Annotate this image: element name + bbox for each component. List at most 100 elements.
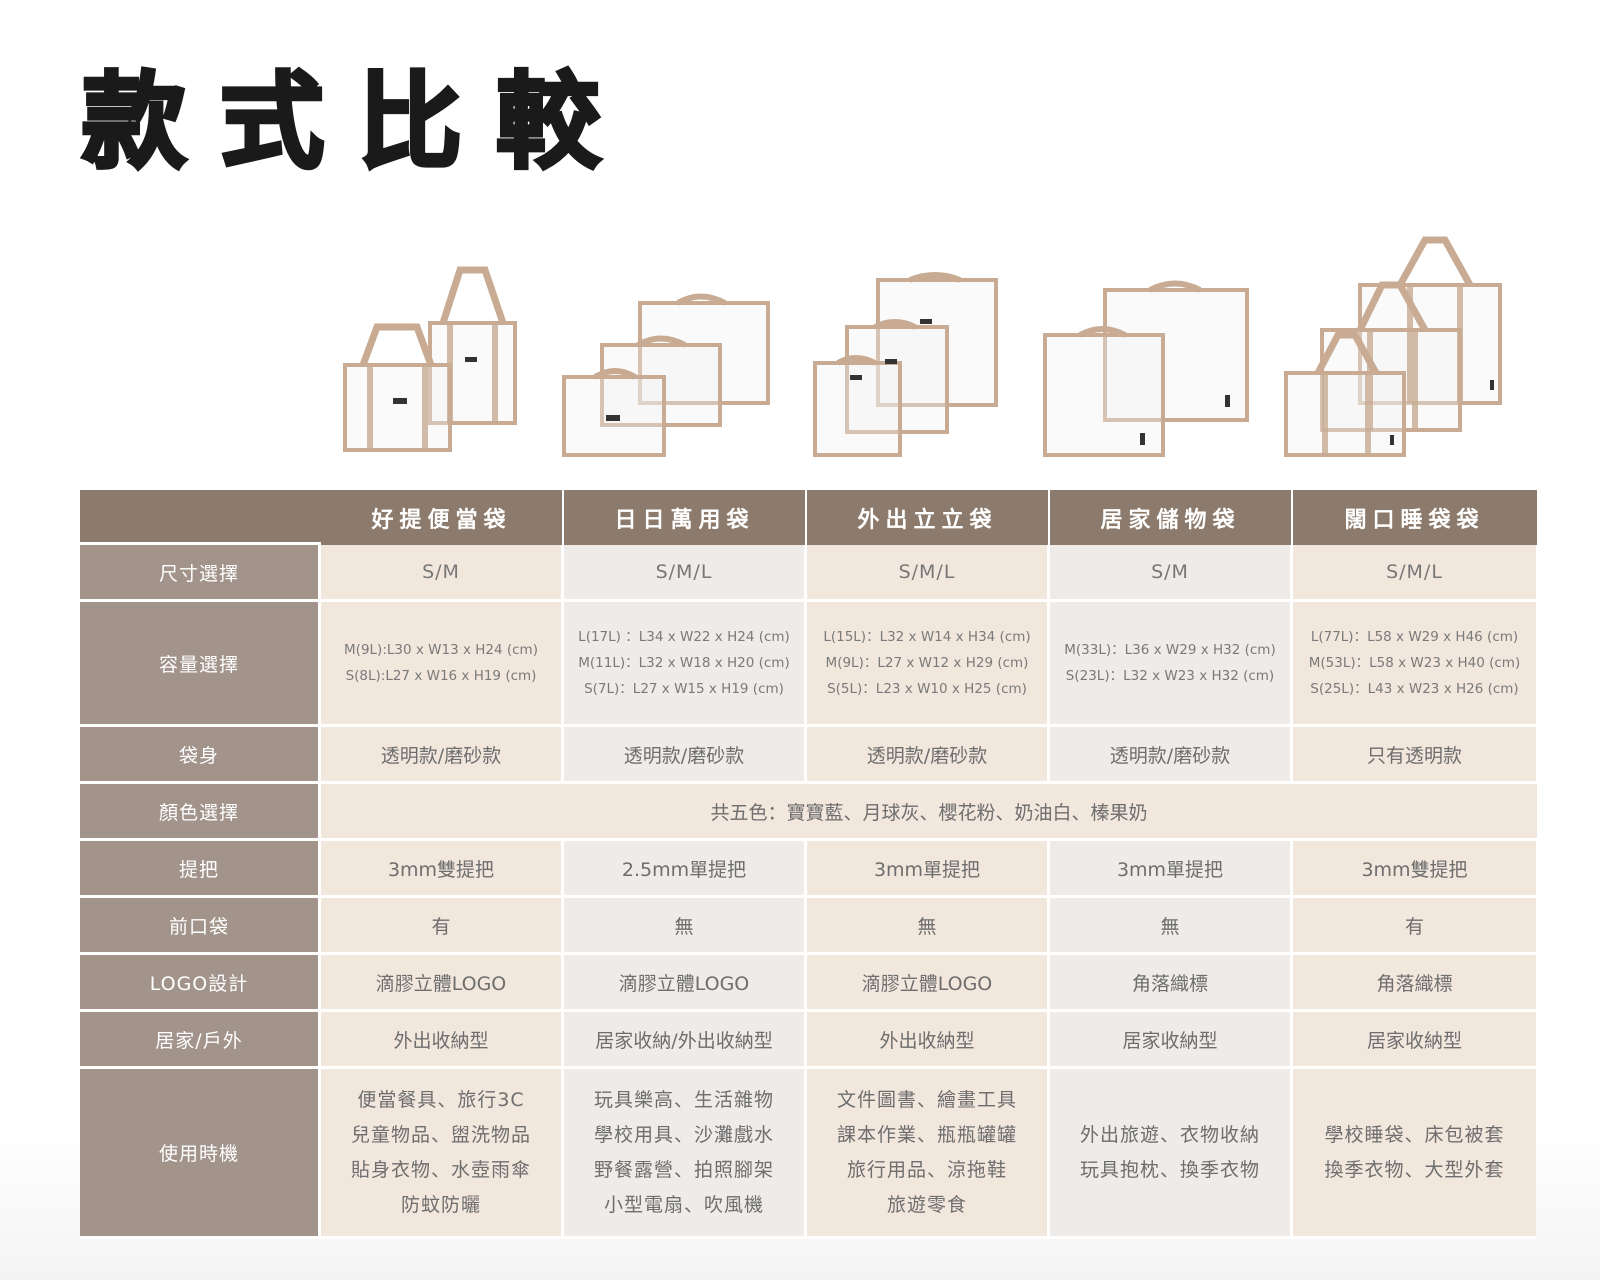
bag-image-sleeping: [1280, 235, 1505, 475]
cell-body: 只有透明款: [1293, 727, 1536, 784]
occasion-line: 外出旅遊、衣物收納: [1079, 1123, 1260, 1146]
capacity-line: S(8L):L27 x W16 x H19 (cm): [345, 668, 537, 684]
occasion-line: 文件圖書、繪畫工具: [836, 1088, 1017, 1111]
occasion-line: 小型電扇、吹風機: [603, 1193, 764, 1216]
capacity-line: M(33L)：L36 x W29 x H32 (cm): [1064, 642, 1276, 658]
occasion-line: 便當餐具、旅行3C: [357, 1088, 525, 1111]
occasion-line: 學校用具、沙灘戲水: [593, 1123, 774, 1146]
occasion-line: 兒童物品、盥洗物品: [350, 1123, 531, 1146]
page-title: 款式比較: [80, 61, 635, 183]
cell-usage-type: 外出收納型: [321, 1012, 564, 1069]
occasion-line: 野餐露營、拍照腳架: [593, 1158, 774, 1181]
row-label-usage-type: 居家/戶外: [80, 1012, 321, 1069]
cell-capacity: L(77L)：L58 x W29 x H46 (cm) M(53L)：L58 x…: [1293, 602, 1536, 727]
cell-handle: 3mm雙提把: [321, 841, 564, 898]
capacity-line: L(15L)：L32 x W14 x H34 (cm): [823, 629, 1031, 645]
bag-image-standing: [810, 235, 1005, 475]
capacity-line: M(53L)：L58 x W23 x H40 (cm): [1308, 655, 1521, 671]
cell-body: 透明款/磨砂款: [321, 727, 564, 784]
cell-occasion: 玩具樂高、生活雜物 學校用具、沙灘戲水 野餐露營、拍照腳架 小型電扇、吹風機: [564, 1069, 807, 1239]
occasion-line: 貼身衣物、水壺雨傘: [350, 1158, 531, 1181]
capacity-line: S(7L)：L27 x W15 x H19 (cm): [584, 681, 784, 697]
occasion-line: 玩具抱枕、換季衣物: [1079, 1158, 1260, 1181]
cell-capacity: M(33L)：L36 x W29 x H32 (cm) S(23L)：L32 x…: [1050, 602, 1293, 727]
capacity-line: L(17L) ：L34 x W22 x H24 (cm): [578, 629, 790, 645]
header-product-sleeping: 闊口睡袋袋: [1293, 490, 1536, 545]
row-label-capacity: 容量選擇: [80, 602, 321, 727]
cell-occasion: 便當餐具、旅行3C 兒童物品、盥洗物品 貼身衣物、水壺雨傘 防蚊防曬: [321, 1069, 564, 1239]
occasion-line: 旅遊零食: [886, 1193, 967, 1216]
cell-pocket: 有: [321, 898, 564, 955]
cell-logo: 角落織標: [1293, 955, 1536, 1012]
row-label-pocket: 前口袋: [80, 898, 321, 955]
table-row-capacity: 容量選擇 M(9L):L30 x W13 x H24 (cm) S(8L):L2…: [80, 602, 1537, 727]
cell-size: S/M/L: [564, 545, 807, 602]
cell-pocket: 無: [564, 898, 807, 955]
capacity-line: L(77L)：L58 x W29 x H46 (cm): [1310, 629, 1519, 645]
capacity-line: S(5L)：L23 x W10 x H25 (cm): [827, 681, 1027, 697]
bag-image-lunch: [335, 235, 525, 475]
cell-usage-type: 外出收納型: [807, 1012, 1050, 1069]
cell-usage-type: 居家收納型: [1293, 1012, 1536, 1069]
capacity-line: M(11L)：L32 x W18 x H20 (cm): [578, 655, 790, 671]
row-label-color: 顏色選擇: [80, 784, 321, 841]
cell-pocket: 無: [1050, 898, 1293, 955]
row-label-body: 袋身: [80, 727, 321, 784]
cell-pocket: 無: [807, 898, 1050, 955]
cell-handle: 2.5mm單提把: [564, 841, 807, 898]
capacity-line: S(23L)：L32 x W23 x H32 (cm): [1065, 668, 1275, 684]
cell-handle: 3mm單提把: [1050, 841, 1293, 898]
cell-body: 透明款/磨砂款: [807, 727, 1050, 784]
cell-occasion: 文件圖書、繪畫工具 課本作業、瓶瓶罐罐 旅行用品、涼拖鞋 旅遊零食: [807, 1069, 1050, 1239]
row-label-size: 尺寸選擇: [80, 545, 321, 602]
header-product-daily: 日日萬用袋: [564, 490, 807, 545]
capacity-line: S(25L)：L43 x W23 x H26 (cm): [1310, 681, 1519, 697]
table-row-handle: 提把 3mm雙提把 2.5mm單提把 3mm單提把 3mm單提把 3mm雙提把: [80, 841, 1537, 898]
cell-usage-type: 居家收納型: [1050, 1012, 1293, 1069]
cell-body: 透明款/磨砂款: [564, 727, 807, 784]
cell-capacity: L(17L) ：L34 x W22 x H24 (cm) M(11L)：L32 …: [564, 602, 807, 727]
cell-occasion: 外出旅遊、衣物收納 玩具抱枕、換季衣物: [1050, 1069, 1293, 1239]
table-row-body: 袋身 透明款/磨砂款 透明款/磨砂款 透明款/磨砂款 透明款/磨砂款 只有透明款: [80, 727, 1537, 784]
table-row-color: 顏色選擇 共五色：寶寶藍、月球灰、櫻花粉、奶油白、榛果奶: [80, 784, 1537, 841]
cell-logo: 滴膠立體LOGO: [321, 955, 564, 1012]
cell-size: S/M: [1050, 545, 1293, 602]
cell-capacity: M(9L):L30 x W13 x H24 (cm) S(8L):L27 x W…: [321, 602, 564, 727]
cell-pocket: 有: [1293, 898, 1536, 955]
table-row-occasion: 使用時機 便當餐具、旅行3C 兒童物品、盥洗物品 貼身衣物、水壺雨傘 防蚊防曬 …: [80, 1069, 1537, 1239]
bag-image-daily: [560, 235, 775, 475]
capacity-line: M(9L)：L27 x W12 x H29 (cm): [825, 655, 1029, 671]
occasion-line: 玩具樂高、生活雜物: [593, 1088, 774, 1111]
cell-handle: 3mm單提把: [807, 841, 1050, 898]
cell-logo: 角落織標: [1050, 955, 1293, 1012]
header-corner: [80, 490, 321, 545]
capacity-line: M(9L):L30 x W13 x H24 (cm): [344, 642, 538, 658]
row-label-handle: 提把: [80, 841, 321, 898]
header-product-storage: 居家儲物袋: [1050, 490, 1293, 545]
cell-size: S/M: [321, 545, 564, 602]
cell-logo: 滴膠立體LOGO: [807, 955, 1050, 1012]
bag-image-storage: [1040, 235, 1255, 475]
header-product-standing: 外出立立袋: [807, 490, 1050, 545]
cell-occasion: 學校睡袋、床包被套 換季衣物、大型外套: [1293, 1069, 1536, 1239]
cell-size: S/M/L: [807, 545, 1050, 602]
table-row-size: 尺寸選擇 S/M S/M/L S/M/L S/M S/M/L: [80, 545, 1537, 602]
cell-handle: 3mm雙提把: [1293, 841, 1536, 898]
cell-usage-type: 居家收納/外出收納型: [564, 1012, 807, 1069]
comparison-table: 好提便當袋 日日萬用袋 外出立立袋 居家儲物袋 闊口睡袋袋 尺寸選擇 S/M S…: [80, 490, 1537, 1239]
table-row-logo: LOGO設計 滴膠立體LOGO 滴膠立體LOGO 滴膠立體LOGO 角落織標 角…: [80, 955, 1537, 1012]
product-images: [320, 235, 1550, 475]
table-header-row: 好提便當袋 日日萬用袋 外出立立袋 居家儲物袋 闊口睡袋袋: [80, 490, 1537, 545]
cell-color: 共五色：寶寶藍、月球灰、櫻花粉、奶油白、榛果奶: [321, 784, 1537, 841]
occasion-line: 旅行用品、涼拖鞋: [846, 1158, 1007, 1181]
header-product-lunch: 好提便當袋: [321, 490, 564, 545]
table-row-usage-type: 居家/戶外 外出收納型 居家收納/外出收納型 外出收納型 居家收納型 居家收納型: [80, 1012, 1537, 1069]
cell-capacity: L(15L)：L32 x W14 x H34 (cm) M(9L)：L27 x …: [807, 602, 1050, 727]
row-label-occasion: 使用時機: [80, 1069, 321, 1239]
occasion-line: 學校睡袋、床包被套: [1324, 1123, 1505, 1146]
row-label-logo: LOGO設計: [80, 955, 321, 1012]
cell-body: 透明款/磨砂款: [1050, 727, 1293, 784]
occasion-line: 課本作業、瓶瓶罐罐: [836, 1123, 1017, 1146]
cell-logo: 滴膠立體LOGO: [564, 955, 807, 1012]
occasion-line: 防蚊防曬: [400, 1193, 481, 1216]
